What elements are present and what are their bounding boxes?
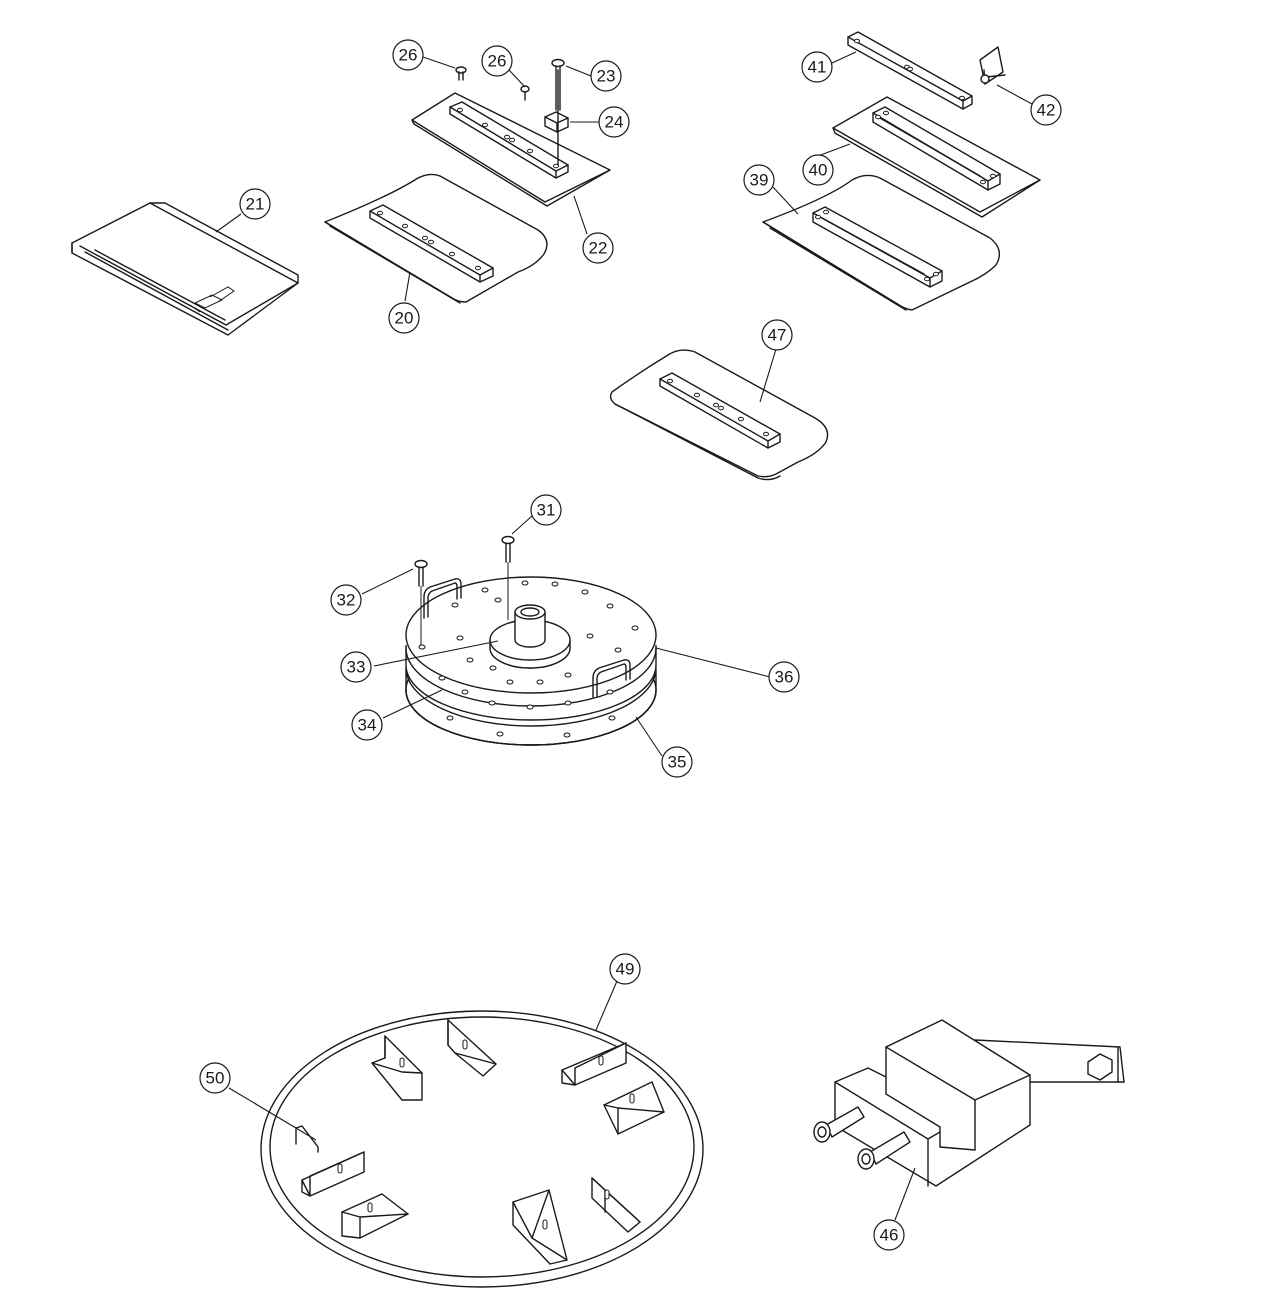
svg-text:26: 26 xyxy=(488,52,507,71)
pan-clip xyxy=(561,1042,627,1086)
part-22-combo-blade xyxy=(411,92,611,207)
svg-text:39: 39 xyxy=(750,171,769,190)
pan-clip xyxy=(512,1189,568,1265)
pan-clip xyxy=(591,1177,641,1233)
spider-disc-assembly xyxy=(405,535,657,746)
callout-46: 46 xyxy=(873,1219,905,1251)
svg-text:50: 50 xyxy=(206,1069,225,1088)
part-49-float-pan xyxy=(260,1010,704,1288)
svg-text:35: 35 xyxy=(668,753,687,772)
svg-text:46: 46 xyxy=(880,1226,899,1245)
part-40-finish-blade xyxy=(832,96,1041,218)
part-20-bar-holes xyxy=(377,210,481,271)
svg-text:47: 47 xyxy=(768,326,787,345)
u-bracket-left xyxy=(423,578,462,619)
callout-31: 31 xyxy=(530,494,562,526)
part-20-trowel-blade xyxy=(324,173,548,304)
callout-36: 36 xyxy=(768,661,800,693)
svg-text:34: 34 xyxy=(358,716,377,735)
callout-20: 20 xyxy=(388,302,420,334)
part-26-bolt-right xyxy=(520,85,530,101)
part-24-spacer-block xyxy=(544,111,569,133)
part-46-bolt xyxy=(813,1106,865,1143)
callout-41: 41 xyxy=(801,51,833,83)
callout-23: 23 xyxy=(590,60,622,92)
pan-clip xyxy=(447,1019,497,1077)
svg-text:24: 24 xyxy=(605,113,624,132)
part-23-carriage-bolt xyxy=(551,58,565,111)
svg-text:36: 36 xyxy=(775,668,794,687)
callout-49: 49 xyxy=(609,953,641,985)
part-42-lynch-pin xyxy=(979,46,1006,85)
svg-text:21: 21 xyxy=(246,195,265,214)
svg-text:32: 32 xyxy=(337,591,356,610)
part-39-finish-blade xyxy=(762,174,1001,311)
leader-lines xyxy=(215,51,1033,1221)
callout-26-right: 26 xyxy=(481,45,513,77)
callout-50: 50 xyxy=(199,1062,231,1094)
svg-text:23: 23 xyxy=(597,67,616,86)
part-46-clamp-block xyxy=(813,1019,1125,1187)
callout-42: 42 xyxy=(1030,94,1062,126)
pan-clip xyxy=(301,1151,365,1197)
callout-21: 21 xyxy=(239,188,271,220)
u-bracket-right xyxy=(592,659,631,698)
part-46-bolt xyxy=(857,1131,911,1170)
part-26-bolt-left xyxy=(455,66,467,81)
callout-26-left: 26 xyxy=(392,39,424,71)
disc-holes xyxy=(418,580,639,738)
callout-35: 35 xyxy=(661,746,693,778)
callout-47: 47 xyxy=(761,319,793,351)
svg-text:31: 31 xyxy=(537,501,556,520)
part-41-bar xyxy=(847,31,973,110)
part-21-cover-plate xyxy=(71,202,299,336)
callout-39: 39 xyxy=(743,164,775,196)
pan-clip xyxy=(603,1081,665,1135)
callout-32: 32 xyxy=(330,584,362,616)
svg-text:41: 41 xyxy=(808,58,827,77)
callout-33: 33 xyxy=(340,651,372,683)
svg-text:26: 26 xyxy=(399,46,418,65)
callout-34: 34 xyxy=(351,709,383,741)
part-32-bolt xyxy=(414,559,428,645)
part-47-float-blade xyxy=(609,349,829,481)
svg-text:42: 42 xyxy=(1037,101,1056,120)
svg-text:20: 20 xyxy=(395,309,414,328)
callout-24: 24 xyxy=(598,106,630,138)
svg-text:49: 49 xyxy=(616,960,635,979)
pan-clip xyxy=(341,1193,409,1239)
svg-text:33: 33 xyxy=(347,658,366,677)
part-31-bolt xyxy=(501,535,515,620)
callout-22: 22 xyxy=(582,232,614,264)
pan-clip xyxy=(371,1035,423,1101)
svg-text:40: 40 xyxy=(809,161,828,180)
callout-40: 40 xyxy=(802,154,834,186)
svg-text:22: 22 xyxy=(589,239,608,258)
